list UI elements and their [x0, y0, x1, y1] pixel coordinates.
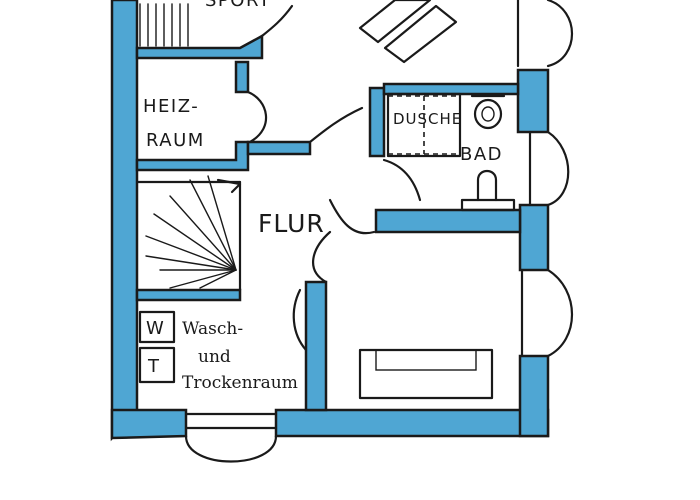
heizraum-label-2: RAUM	[146, 130, 205, 151]
dryer-box	[138, 346, 176, 384]
sport-door	[260, 4, 294, 38]
dryer-label: T	[147, 356, 161, 377]
sofa-icon	[358, 348, 494, 400]
sport-room: SPORT	[139, 0, 573, 68]
wasch-trockenraum: W T Wasch- und Trockenraum	[138, 310, 298, 463]
bad-label: BAD	[460, 144, 503, 165]
wall-bottom-right	[274, 408, 550, 438]
lower-right-room	[358, 268, 574, 400]
wall-heiz-right	[234, 60, 250, 94]
flur: FLUR	[258, 106, 422, 352]
flur-door-top	[308, 106, 364, 144]
heizraum-label-1: HEIZ-	[143, 96, 199, 117]
washer-label: W	[146, 318, 165, 339]
window-lower-right	[546, 268, 574, 358]
flur-label: FLUR	[258, 209, 325, 238]
wall-bad-bottom	[374, 208, 522, 234]
wall-right-mid	[518, 203, 550, 272]
wasch-door-swing	[312, 230, 332, 284]
wasch-door-inner	[292, 288, 308, 352]
window-top-right	[546, 0, 573, 68]
wasch-label-1: Wasch-	[182, 319, 243, 339]
heizraum: HEIZ- RAUM	[143, 90, 268, 151]
wall-right-lower	[518, 354, 550, 438]
wall-left	[110, 0, 139, 442]
sink-icon	[460, 169, 516, 212]
flur-door-right	[328, 198, 376, 235]
window-bad	[546, 130, 570, 207]
curtain-hatch	[139, 3, 189, 47]
wall-heiz-flur	[246, 140, 312, 156]
dusche-label: DUSCHE	[393, 110, 462, 128]
staircase	[135, 175, 242, 292]
wall-bad-top	[382, 82, 520, 96]
wall-bottom	[110, 408, 188, 440]
walls	[110, 0, 550, 442]
wall-flur-right	[304, 280, 328, 412]
bathroom: DUSCHE BAD	[386, 92, 570, 212]
wasch-door-bottom	[184, 434, 278, 463]
stair-arrow	[216, 178, 242, 194]
wasch-label-2: und	[198, 347, 231, 367]
wall-right-upper	[516, 68, 550, 134]
sport-label: SPORT	[205, 0, 271, 11]
wall-sport-bottom	[135, 33, 264, 60]
bad-door-swing	[382, 158, 422, 202]
shower-tray	[386, 92, 462, 158]
wall-bad-left	[368, 86, 386, 158]
wall-wasch-top	[135, 288, 242, 302]
washer-box	[138, 310, 176, 344]
wasch-label-3: Trockenraum	[182, 373, 298, 393]
sun-loungers	[358, 0, 458, 64]
toilet-icon	[470, 94, 506, 130]
heizraum-door-swing	[246, 90, 268, 144]
